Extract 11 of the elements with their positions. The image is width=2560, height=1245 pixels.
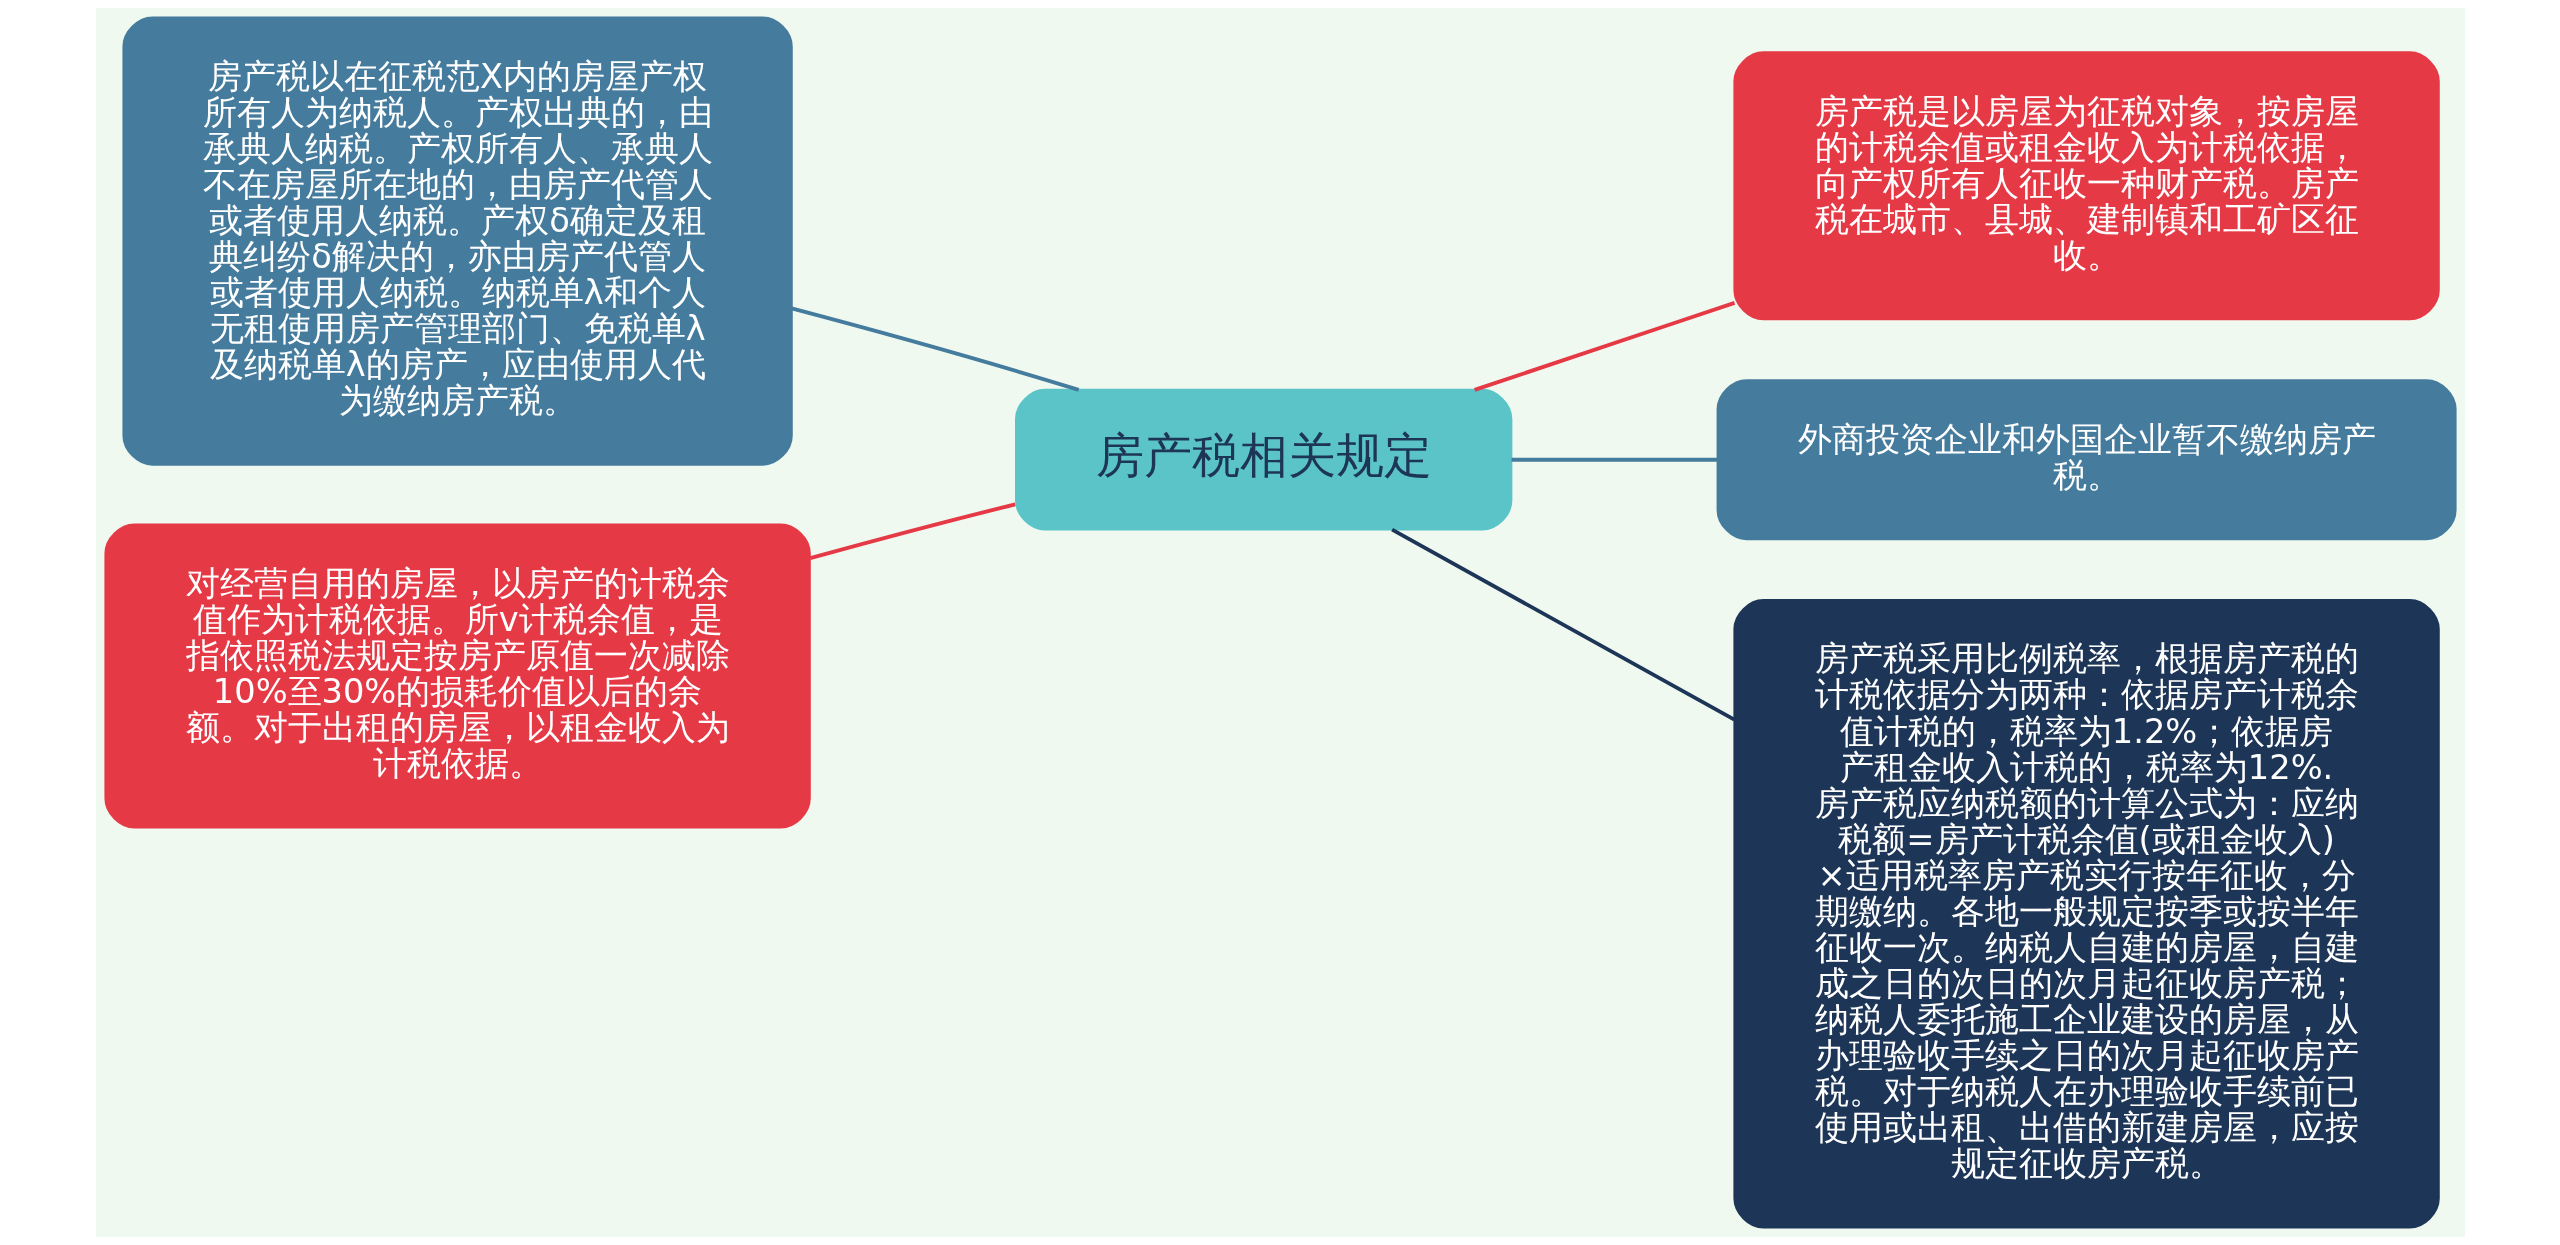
node-box: 房产税相关规定 [1014,388,1512,531]
connector [1511,457,1717,462]
node-box: 房产税是以房屋为征税对象，按房屋的计税余值或租金收入为计税依据，向产权所有人征收一种财产税。房产税在城市、县城、建制镇和工矿区征收。 [1732,51,2440,321]
node-box: 对经营自用的房屋，以房产的计税余值作为计税依据。所v计税余值，是指依照税法规定按房产原值一次减除10%至30%的损耗价值以后的余额。对于出租的房屋，以租金收入为计税依据。 [103,523,811,829]
connector [790,306,1079,392]
connector [1473,301,1735,392]
node-box: 房产税采用比例税率，根据房产税的计税依据分为两种：依据房产计税余值计税的，税率为1.2%；依据房产租金收入计税的，税率为12%.房产税应纳税额的计算公式为：应纳税额=房产计税余值(或租金收入)×适用税率房产税实行按年征收，分期缴纳。各地一般规定按季或按半年征收一次。纳税人自建的房屋，自建成之日的次日的次月起征收房产税；纳税人委托施工企业建设的房屋，从办理验收手续之日的次月起征收房产税。对于纳税人在办理验收手续前已使用或出租、出借的新建房屋，应按规定征收房产税。 [1732,599,2440,1229]
connector [1390,528,1735,722]
node-box: 房产税以在征税范X内的房屋产权所有人为纳税人。产权出典的，由承典人纳税。产权所有人、承典人不在房屋所在地的，由房产代管人或者使用人纳税。产权δ确定及租典纠纷δ解决的，亦由房产代管人或者使用人纳税。纳税单λ和个人无租使用房产管理部门、免税单λ及纳税单λ的房产，应由使用人代为缴纳房产税。 [121,16,793,466]
connector [809,502,1016,560]
node-box: 外商投资企业和外国企业暂不缴纳房产税。 [1716,379,2457,541]
